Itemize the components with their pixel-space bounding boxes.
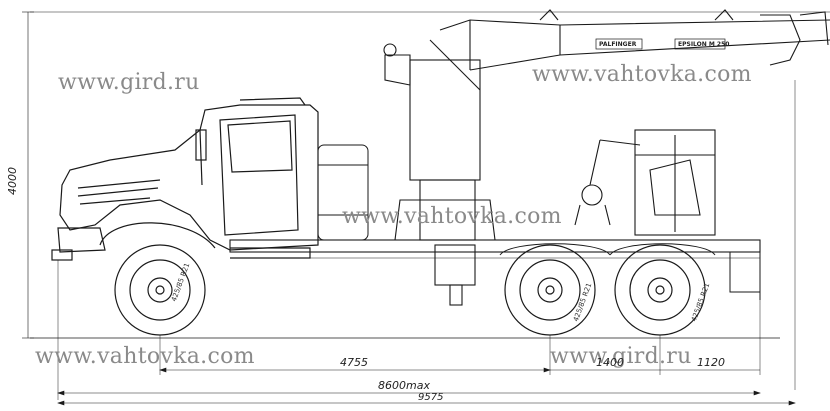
rear-overhang-dimension-label: 1120 xyxy=(697,356,725,369)
operator-cabin xyxy=(634,129,716,236)
dimension-lines xyxy=(57,367,796,406)
wheel-front xyxy=(114,244,206,336)
wheel-rear xyxy=(614,244,706,336)
crane-model-label: EPSILON M 250 xyxy=(678,41,730,48)
watermark-center: www.vahtovka.com xyxy=(342,204,562,229)
height-dimension-line xyxy=(22,11,34,339)
crane-boom xyxy=(429,9,830,91)
air-tank xyxy=(317,144,369,241)
overall-length-dimension-label: 9575 xyxy=(418,392,444,403)
cab xyxy=(51,97,319,261)
rear-fenders xyxy=(499,243,716,256)
watermark-bottom-left: www.vahtovka.com xyxy=(35,344,255,369)
watermark-top-left: www.gird.ru xyxy=(58,70,200,95)
bogie-dimension-label: 1400 xyxy=(596,356,624,369)
wheel-middle xyxy=(504,244,596,336)
frame-length-dimension-label: 8600max xyxy=(378,379,430,392)
crane-brand-label: PALFINGER xyxy=(599,41,637,48)
dimension-extension-lines xyxy=(57,80,796,400)
crane-column xyxy=(383,43,496,306)
watermark-bottom-right: www.gird.ru xyxy=(550,344,692,369)
wheelbase-dimension-label: 4755 xyxy=(340,356,368,369)
rear-bumper xyxy=(729,251,761,300)
watermark-top-right: www.vahtovka.com xyxy=(532,62,752,87)
grapple xyxy=(574,139,641,226)
height-dimension-label: 4000 xyxy=(6,167,19,195)
